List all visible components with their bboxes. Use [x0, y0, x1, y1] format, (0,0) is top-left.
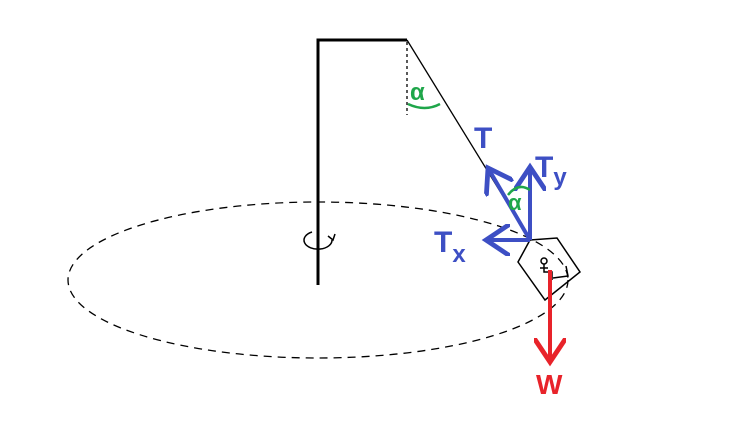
tension-x-main: T — [434, 226, 452, 259]
angle-arc-vector — [507, 185, 531, 196]
angle-label-vector: α — [508, 190, 522, 215]
pole — [316, 38, 407, 285]
tension-vector — [488, 168, 532, 242]
angle-arc-top — [407, 102, 441, 110]
tension-y-label: Ty — [535, 151, 567, 191]
tension-label: T — [474, 122, 492, 155]
tension-y-subscript: y — [553, 164, 567, 191]
angle-label-top: α — [410, 79, 425, 106]
tension-x-label: Tx — [434, 226, 466, 268]
rotation-arrow-icon — [303, 231, 336, 250]
tension-y-main: T — [535, 151, 553, 184]
chair-with-rider — [517, 237, 582, 302]
tension-x-subscript: x — [452, 241, 466, 268]
weight-label: W — [536, 369, 563, 400]
